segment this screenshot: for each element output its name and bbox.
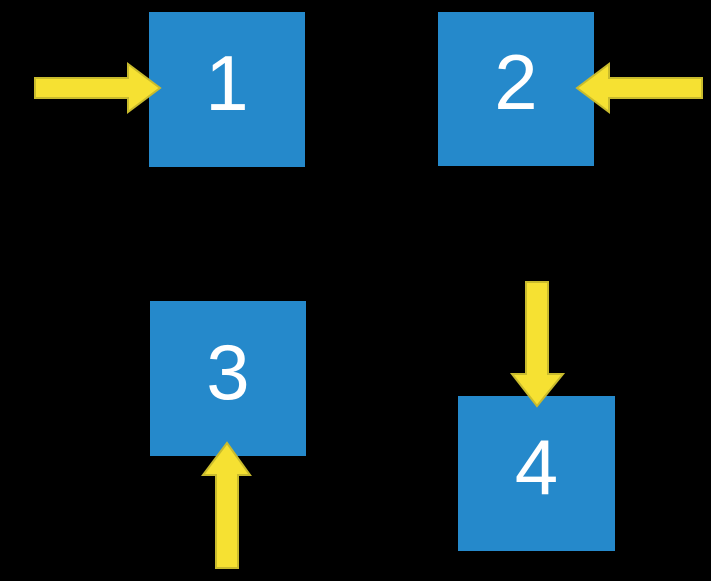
left-arrow-icon bbox=[575, 62, 703, 114]
square-4: 4 bbox=[458, 396, 615, 551]
square-3: 3 bbox=[150, 301, 306, 456]
square-1-label: 1 bbox=[205, 38, 249, 127]
square-2-label: 2 bbox=[494, 38, 538, 126]
square-2: 2 bbox=[438, 12, 594, 166]
right-arrow-icon bbox=[34, 62, 162, 114]
down-arrow-icon bbox=[509, 281, 566, 408]
up-arrow-icon bbox=[201, 441, 252, 569]
square-4-label: 4 bbox=[514, 422, 559, 511]
square-1: 1 bbox=[149, 12, 305, 167]
square-3-label: 3 bbox=[206, 327, 250, 416]
